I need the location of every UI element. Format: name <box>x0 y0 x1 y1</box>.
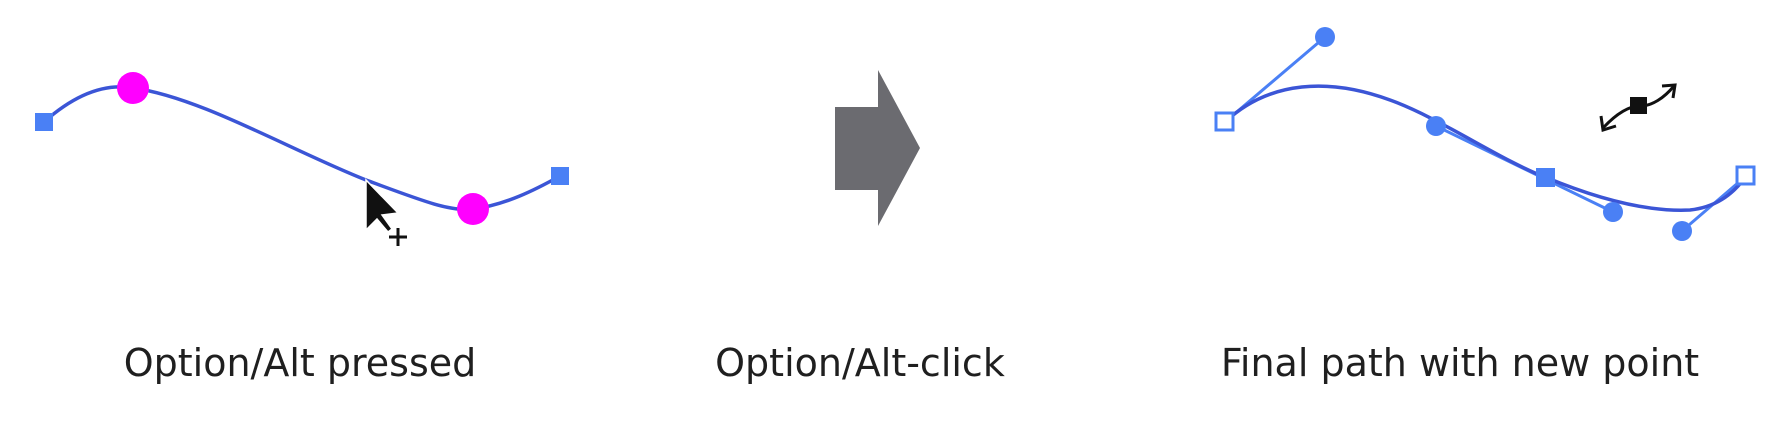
direction-handle-middle-in[interactable] <box>1426 116 1446 136</box>
selected-anchor-point-2[interactable] <box>457 193 489 225</box>
add-anchor-point-cursor-icon <box>365 178 407 246</box>
direction-handle-right[interactable] <box>1672 221 1692 241</box>
end-anchor-left[interactable] <box>35 113 53 131</box>
direction-handle-left[interactable] <box>1315 27 1335 47</box>
caption-option-alt-click: Option/Alt-click <box>715 341 1005 385</box>
bezier-path-final <box>1223 84 1748 212</box>
end-anchor-right[interactable] <box>551 167 569 185</box>
panel-final-path <box>1214 27 1756 241</box>
curve-adjust-icon <box>1599 83 1677 132</box>
end-anchor-left-hollow[interactable] <box>1214 111 1235 132</box>
right-arrow-icon <box>835 70 920 226</box>
bezier-path <box>42 85 561 212</box>
direction-handle-middle-out[interactable] <box>1603 202 1623 222</box>
caption-option-alt-pressed: Option/Alt pressed <box>123 341 477 385</box>
end-anchor-right-hollow[interactable] <box>1735 165 1756 186</box>
new-anchor-point[interactable] <box>1536 168 1555 187</box>
selected-anchor-point-1[interactable] <box>117 72 149 104</box>
caption-final-path: Final path with new point <box>1220 341 1700 385</box>
panel-option-alt-pressed <box>35 72 569 246</box>
